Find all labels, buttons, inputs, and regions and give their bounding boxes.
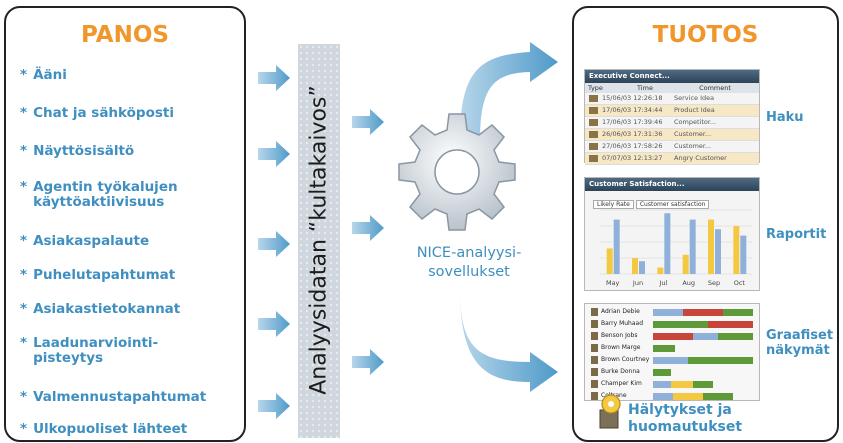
bar (733, 226, 740, 274)
arrow-icon (352, 349, 384, 375)
list-item: Burke Donna (591, 366, 640, 378)
input-item: *Puhelutapahtumat (20, 267, 176, 283)
legend-entry: Customer satisfaction (635, 200, 710, 209)
arrow-icon (258, 231, 290, 257)
arrow-icon (258, 311, 290, 337)
input-item: *Asiakaspalaute (20, 233, 150, 249)
output-box-title: TUOTOS (652, 22, 759, 48)
table-header: Type Time Comment (585, 83, 759, 93)
x-tick-label: Jun (632, 279, 643, 287)
search-results-panel: Executive Connect... Type Time Comment 1… (584, 69, 760, 165)
curved-arrow-down-icon (460, 290, 558, 392)
bar (613, 219, 620, 274)
input-item: *Valmennustapahtumat (20, 389, 207, 405)
bar (715, 229, 721, 274)
panel-title: Customer Satisfaction... (585, 178, 759, 191)
list-item: Benson Jobs (591, 330, 638, 342)
nice-analytics-caption: NICE-analyysi- sovellukset (416, 245, 522, 280)
bar (606, 248, 613, 274)
input-item: *Ulkopuoliset lähteet (20, 421, 188, 437)
data-goldmine-label: Analyysidatan “kultakaivos” (306, 85, 332, 395)
input-item: *Asiakastietokannat (20, 301, 181, 317)
arrow-icon (258, 393, 290, 419)
bar (682, 254, 689, 274)
list-item: Brown Courtney (591, 354, 649, 366)
bar (689, 219, 696, 274)
list-item: Barry Muhaad (591, 318, 643, 330)
graphical-views-label: Graafiset näkymät (766, 328, 834, 358)
input-item: *Agentin työkalujen käyttöaktiivisuus (20, 179, 178, 210)
bar (639, 261, 645, 274)
input-box-title: PANOS (81, 22, 169, 48)
bar (657, 267, 664, 274)
arrow-icon (352, 215, 384, 241)
x-tick-label: May (606, 279, 620, 287)
input-item: *Laadunarviointi-pisteytys (20, 335, 159, 366)
gear-icon (398, 113, 516, 231)
reports-label: Raportit (766, 227, 827, 242)
panel-title: Executive Connect... (585, 70, 759, 83)
input-box: PANOS *Ääni *Chat ja sähköposti *Näyttös… (4, 6, 246, 442)
input-item: *Chat ja sähköposti (20, 105, 174, 121)
x-tick-label: Jul (658, 279, 667, 287)
bar (664, 213, 671, 274)
arrow-icon (352, 109, 384, 135)
x-tick-label: Aug (682, 279, 695, 287)
x-tick-label: Sep (708, 279, 720, 287)
list-item: Adrian Debie (591, 306, 640, 318)
search-label: Haku (766, 110, 804, 125)
curved-arrow-up-icon (460, 42, 558, 140)
bar (632, 258, 638, 274)
report-bar-chart: May Jun Jul Aug Sep Oct (600, 209, 752, 287)
input-item: *Ääni (20, 67, 67, 83)
bar (708, 219, 714, 274)
data-goldmine-column (298, 44, 340, 438)
legend-entry: Likely Rate (593, 200, 634, 209)
alert-bell-icon (599, 394, 621, 429)
arrow-icon (258, 141, 290, 167)
list-item: Champer Kim (591, 378, 642, 390)
input-item: *Näyttösisältö (20, 143, 135, 159)
graph-panel: Adrian Debie Barry Muhaad Benson Jobs Br… (584, 303, 760, 401)
alerts-label: Hälytykset ja huomautukset (628, 402, 743, 435)
arrow-icon (258, 65, 290, 91)
bar (740, 235, 747, 274)
list-item: Brown Marge (591, 342, 640, 354)
x-tick-label: Oct (734, 279, 746, 287)
